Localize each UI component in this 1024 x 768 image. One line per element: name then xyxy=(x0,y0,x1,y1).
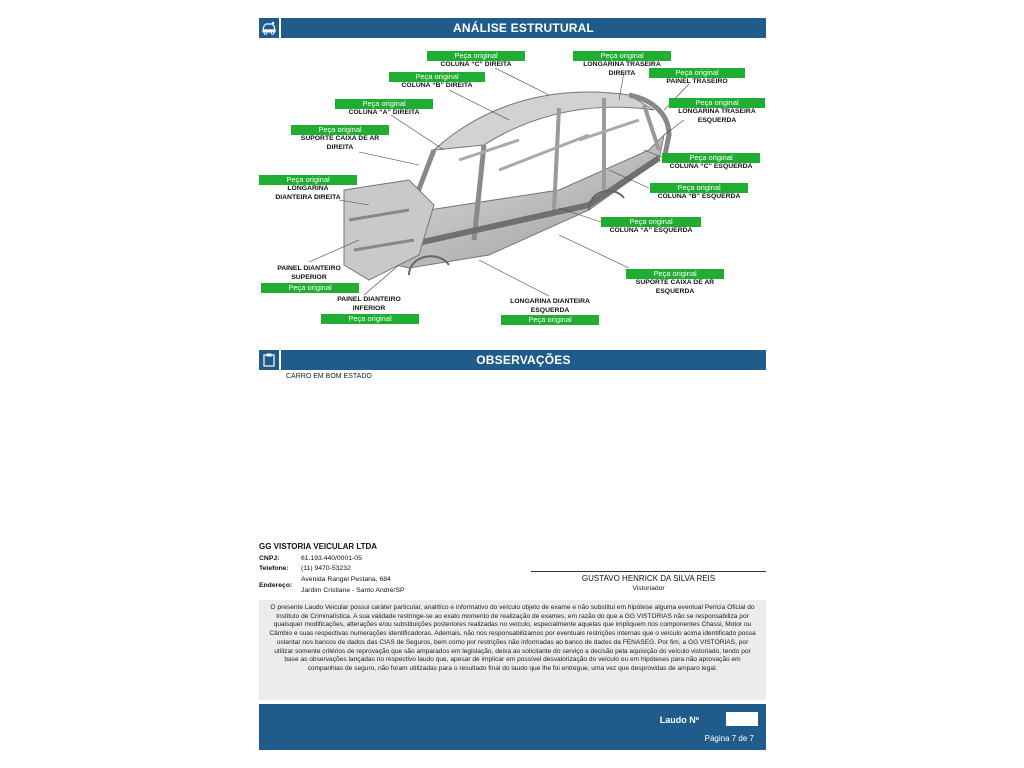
structural-header: ANÁLISE ESTRUTURAL xyxy=(259,18,766,38)
part-label: COLUNA “C” ESQUERDA xyxy=(669,163,753,170)
part-label: PAINEL DIANTEIRO SUPERIOR xyxy=(277,265,341,281)
observations-text: CARRO EM BOM ESTADO xyxy=(286,373,372,380)
part-label: LONGARINA TRASEIRA ESQUERDA xyxy=(678,108,756,124)
status-tag: Peça original xyxy=(321,314,419,324)
phone-value: (11) 9470-53232 xyxy=(301,565,351,572)
part-label: SUPORTE CAIXA DE AR DIREITA xyxy=(300,135,380,151)
structural-title: ANÁLISE ESTRUTURAL xyxy=(281,18,766,38)
status-tag: Peça original xyxy=(427,51,525,61)
status-tag: Peça original xyxy=(389,72,485,82)
cnpj-value: 61.193.440/0001-05 xyxy=(301,555,362,562)
legal-disclaimer: O presente Laudo Veicular possui caráter… xyxy=(259,600,766,700)
car-structure-diagram: Peça original COLUNA “C” DIREITA Peça or… xyxy=(259,40,766,345)
car-damage-icon xyxy=(259,18,279,38)
company-name: GG VISTORIA VEICULAR LTDA xyxy=(259,542,378,551)
part-label: LONGARINA DIANTEIRA DIREITA xyxy=(275,185,341,201)
status-tag: Peça original xyxy=(662,153,760,163)
part-label: COLUNA “B” DIREITA xyxy=(401,82,473,89)
phone-row: Telefone: (11) 9470-53232 xyxy=(259,565,509,575)
clipboard-icon xyxy=(259,350,279,370)
report-page: ANÁLISE ESTRUTURAL xyxy=(259,0,766,768)
signature-line xyxy=(531,571,766,572)
part-label: LONGARINA DIANTEIRA ESQUERDA xyxy=(510,298,590,314)
status-tag: Peça original xyxy=(259,175,357,185)
part-label: COLUNA “A” DIREITA xyxy=(348,109,420,116)
part-label: SUPORTE CAIXA DE AR ESQUERDA xyxy=(635,279,715,295)
part-label: COLUNA “A” ESQUERDA xyxy=(609,227,693,234)
report-number-label: Laudo Nº xyxy=(659,715,699,725)
status-tag: Peça original xyxy=(650,183,748,193)
part-label: COLUNA “C” DIREITA xyxy=(440,61,512,68)
address-line-2: Jardim Cristiane - Santo André/SP xyxy=(301,587,405,594)
car-body-frame-illustration xyxy=(308,67,690,297)
page-number: Página 7 de 7 xyxy=(704,734,754,743)
status-tag: Peça original xyxy=(626,269,724,279)
cnpj-row: CNPJ: 61.193.440/0001-05 xyxy=(259,555,509,565)
part-label: PAINEL DIANTEIRO INFERIOR xyxy=(337,296,401,312)
phone-label: Telefone: xyxy=(259,565,289,572)
part-label: LONGARINA TRASEIRA DIREITA xyxy=(583,61,661,77)
status-tag: Peça original xyxy=(335,99,433,109)
observations-header: OBSERVAÇÕES xyxy=(259,350,766,370)
status-tag: Peça original xyxy=(261,283,359,293)
report-number-redacted xyxy=(726,712,758,726)
address-line-1: Avenida Rangel Pestana, 684 xyxy=(301,576,391,583)
status-tag: Peça original xyxy=(669,98,765,108)
status-tag: Peça original xyxy=(573,51,671,61)
inspector-name: GUSTAVO HENRICK DA SILVA REIS xyxy=(581,574,716,583)
status-tag: Peça original xyxy=(649,68,745,78)
cnpj-label: CNPJ: xyxy=(259,555,280,562)
part-label: PAINEL TRASEIRO xyxy=(666,78,728,85)
part-label: COLUNA “B” ESQUERDA xyxy=(657,193,741,200)
status-tag: Peça original xyxy=(501,315,599,325)
report-footer: Laudo Nº Página 7 de 7 xyxy=(259,704,766,750)
address-row: Endereço: Avenida Rangel Pestana, 684 Ja… xyxy=(259,576,509,598)
observations-title: OBSERVAÇÕES xyxy=(281,350,766,370)
inspector-role: Vistoriador xyxy=(632,585,665,592)
address-label: Endereço: xyxy=(259,582,293,589)
status-tag: Peça original xyxy=(291,125,389,135)
status-tag: Peça original xyxy=(601,217,701,227)
